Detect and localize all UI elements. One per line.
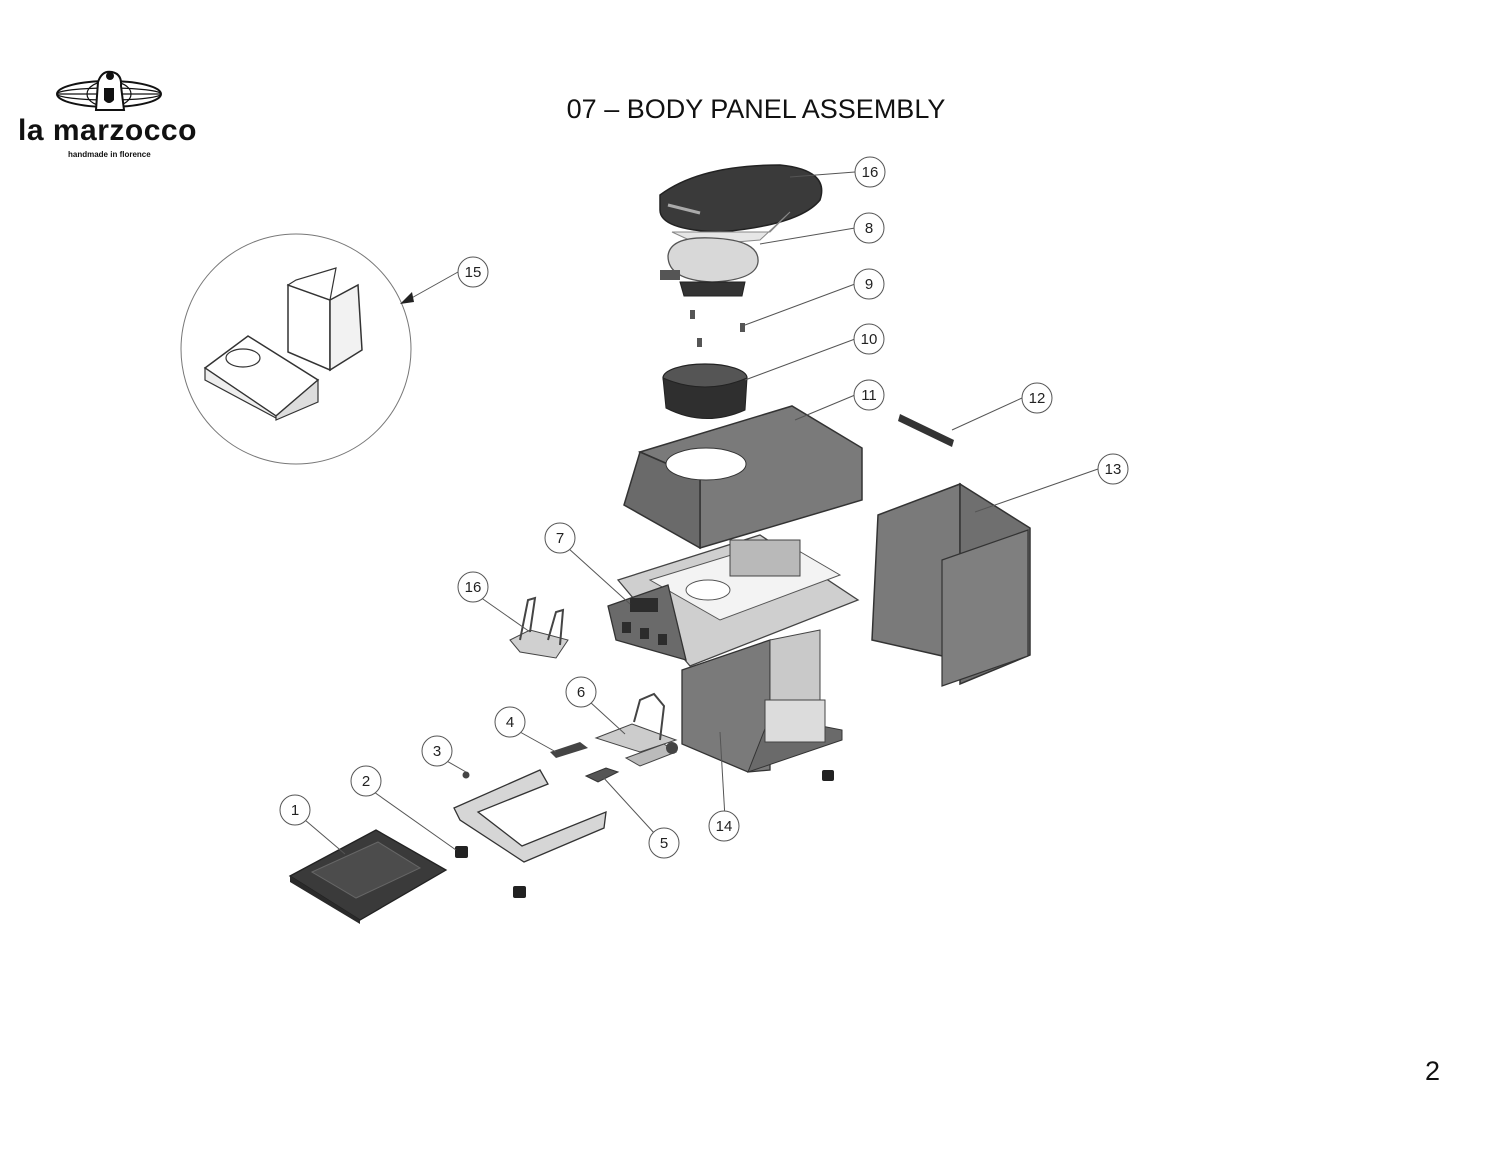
page-title: 07 – BODY PANEL ASSEMBLY <box>566 94 946 124</box>
brand-tagline: handmade in florence <box>68 150 151 159</box>
callout-10: 10 <box>853 323 885 355</box>
callout-6: 6 <box>565 676 597 708</box>
callout-2: 2 <box>350 765 382 797</box>
part-12-badge <box>898 414 954 447</box>
callout-16-bracket: 16 <box>457 571 489 603</box>
callout-7: 7 <box>544 522 576 554</box>
svg-text:15: 15 <box>465 264 482 281</box>
svg-text:16: 16 <box>862 164 879 181</box>
u-frame <box>453 769 607 863</box>
svg-text:5: 5 <box>660 835 668 852</box>
svg-text:7: 7 <box>556 530 564 547</box>
svg-text:16: 16 <box>465 579 482 596</box>
callout-9: 9 <box>853 268 885 300</box>
callout-5: 5 <box>648 827 680 859</box>
svg-text:6: 6 <box>577 684 585 701</box>
callout-16-top: 16 <box>854 156 886 188</box>
callout-11: 11 <box>853 379 885 411</box>
detail-circle-15 <box>180 233 412 465</box>
svg-text:2: 2 <box>362 773 370 790</box>
page-number: 2 <box>1425 1056 1441 1086</box>
part-7-chassis <box>607 534 860 667</box>
part-4-clip <box>550 742 588 758</box>
svg-text:3: 3 <box>433 743 441 760</box>
svg-text:8: 8 <box>865 220 873 237</box>
part-1-drip-tray <box>288 829 448 924</box>
callout-3: 3 <box>421 735 453 767</box>
svg-text:4: 4 <box>506 714 514 731</box>
callout-14: 14 <box>708 810 740 842</box>
callout-15: 15 <box>457 256 489 288</box>
part-2-feet <box>455 770 834 898</box>
part-6-holder <box>594 692 678 767</box>
globe-lion-icon <box>56 70 162 111</box>
part-5-clip <box>584 767 620 783</box>
part-16-cup-bracket <box>509 596 569 659</box>
svg-text:9: 9 <box>865 276 873 293</box>
svg-text:14: 14 <box>716 818 733 835</box>
callout-8: 8 <box>853 212 885 244</box>
brand-name: la marzocco <box>18 114 197 147</box>
svg-text:13: 13 <box>1105 461 1122 478</box>
part-3-screw <box>462 771 470 779</box>
part-13-side-panel <box>871 482 1031 687</box>
svg-text:10: 10 <box>861 331 878 348</box>
part-14-body-frame <box>681 629 843 773</box>
svg-text:1: 1 <box>291 802 299 819</box>
callout-13: 13 <box>1097 453 1129 485</box>
part-10-collar <box>662 363 748 419</box>
part-11-top-cover <box>623 405 863 550</box>
callout-12: 12 <box>1021 382 1053 414</box>
callout-1: 1 <box>279 794 311 826</box>
part-8-hopper <box>660 211 791 297</box>
callout-4: 4 <box>494 706 526 738</box>
svg-text:12: 12 <box>1029 390 1046 407</box>
svg-text:11: 11 <box>861 387 877 404</box>
part-9-screws <box>690 310 745 347</box>
la-marzocco-logo: la marzocco handmade in florence <box>14 64 204 164</box>
leader-lines <box>304 171 1099 855</box>
part-16-hopper-lid <box>659 164 823 233</box>
arrow-15-icon <box>400 292 414 304</box>
